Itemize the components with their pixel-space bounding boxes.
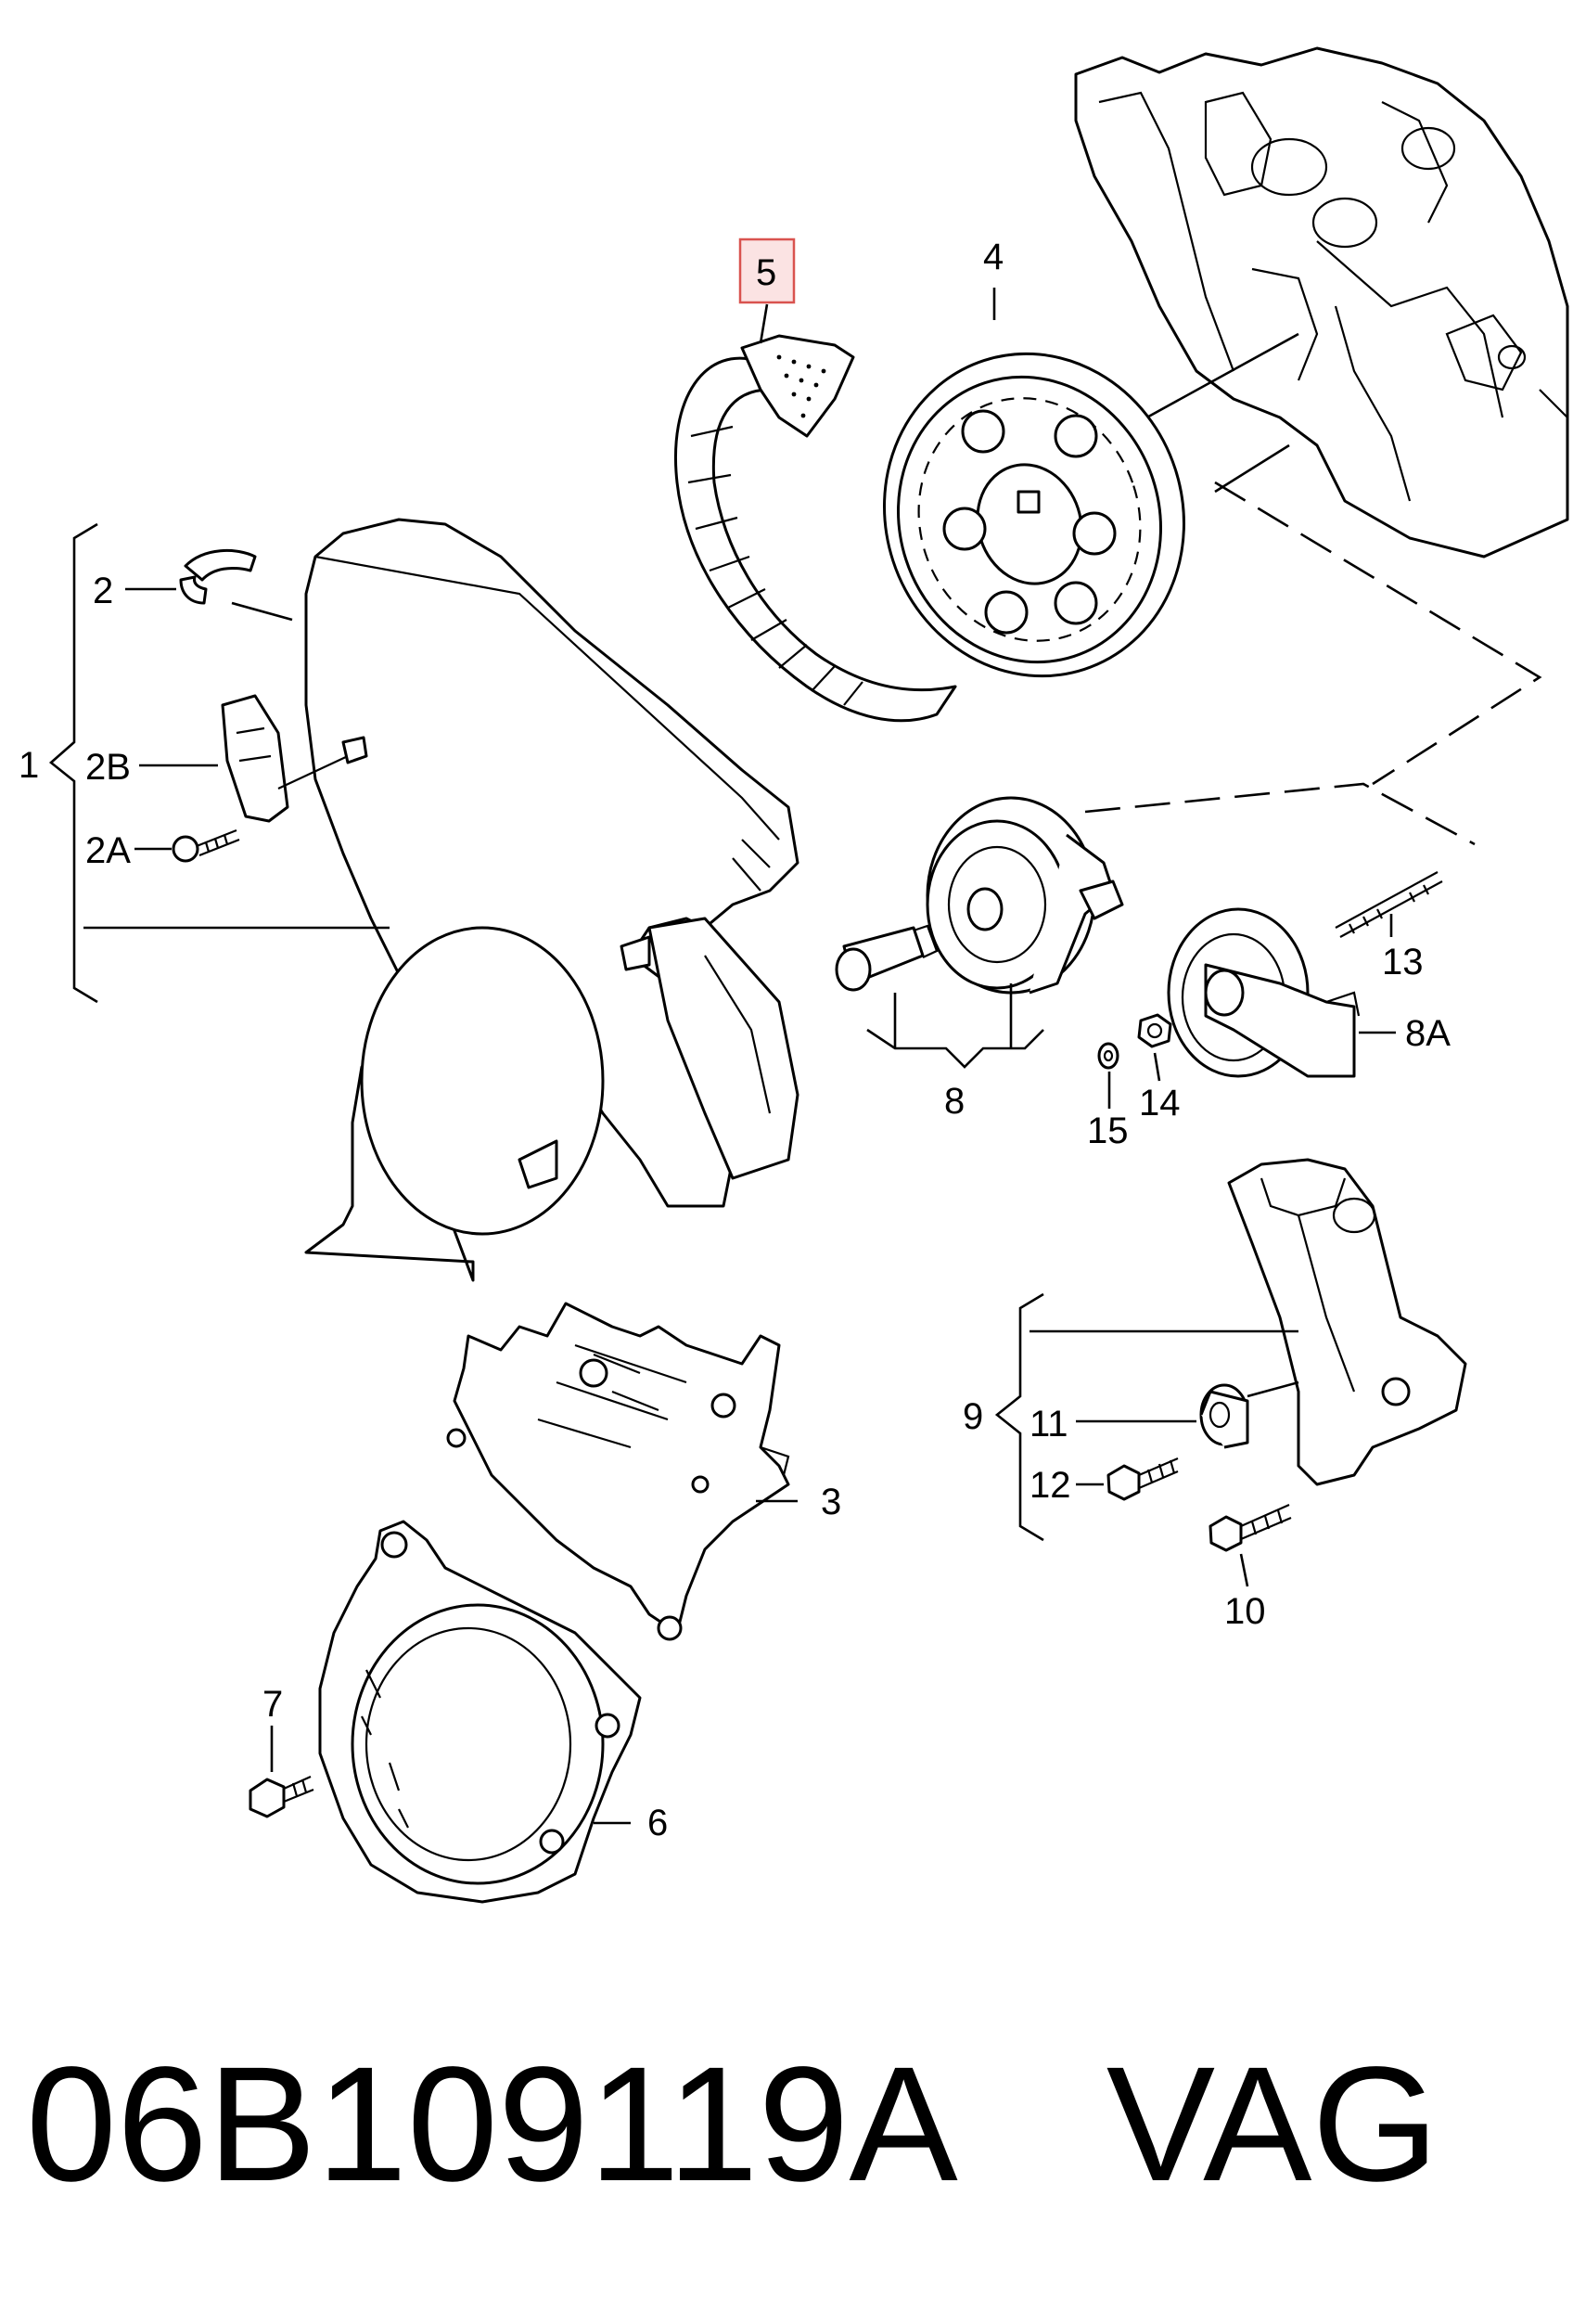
brand-name: VAG: [1106, 2034, 1439, 2215]
bracket-8: [866, 983, 1044, 1069]
group-1-bracket: [48, 522, 390, 1004]
label-10: 10: [1224, 1591, 1266, 1632]
engine-block: [1074, 46, 1569, 559]
part-number: 06B109119A: [26, 2034, 958, 2215]
stud-13: [1335, 871, 1443, 938]
leader-lines: [270, 288, 1396, 1825]
label-7: 7: [262, 1684, 283, 1725]
label-11: 11: [1029, 1404, 1068, 1444]
bolt-10: [1209, 1503, 1292, 1552]
part-number-caption: 06B109119A VAG: [26, 2036, 1547, 2213]
reference-lines: [1084, 481, 1542, 846]
label-1: 1: [19, 745, 39, 786]
bolt-12: [1106, 1457, 1179, 1501]
bolt-7: [249, 1775, 314, 1818]
group-9-bracket: [994, 1292, 1299, 1542]
sleeve-11: [1199, 1383, 1249, 1449]
middle-timing-cover-3: [446, 1302, 790, 1641]
tensioner-pulley-8: [835, 796, 1124, 995]
upper-timing-cover: [304, 518, 799, 1282]
tensioner-bracket-9: [1227, 1158, 1467, 1486]
label-2a: 2A: [85, 830, 131, 871]
label-4: 4: [983, 237, 1004, 277]
label-3: 3: [821, 1482, 841, 1522]
label-2: 2: [93, 571, 113, 611]
label-9: 9: [963, 1396, 983, 1437]
label-12: 12: [1029, 1465, 1071, 1506]
washer-15: [1097, 1042, 1119, 1070]
idler-pulley-8a: [1167, 907, 1361, 1078]
nut-14: [1137, 1013, 1172, 1048]
label-2b: 2B: [85, 747, 131, 788]
timing-belt: [674, 334, 957, 723]
highlight-box-5: [738, 238, 796, 304]
callout-labels: 1 2 2B 2A 3 4 5 6 7 8 8A 9 10 11 12 13 1…: [19, 237, 1451, 1843]
label-13: 13: [1382, 942, 1424, 982]
screw-part-2a: [172, 828, 240, 863]
label-8: 8: [944, 1081, 965, 1122]
label-14: 14: [1139, 1083, 1181, 1123]
lower-timing-cover-6: [318, 1520, 642, 1904]
label-8a: 8A: [1405, 1013, 1451, 1054]
clip-part-2b: [221, 694, 368, 823]
camshaft-sprocket: [883, 352, 1185, 678]
clip-part-2: [179, 548, 257, 605]
label-5: 5: [756, 252, 776, 293]
label-15: 15: [1087, 1111, 1129, 1151]
label-6: 6: [647, 1803, 668, 1843]
